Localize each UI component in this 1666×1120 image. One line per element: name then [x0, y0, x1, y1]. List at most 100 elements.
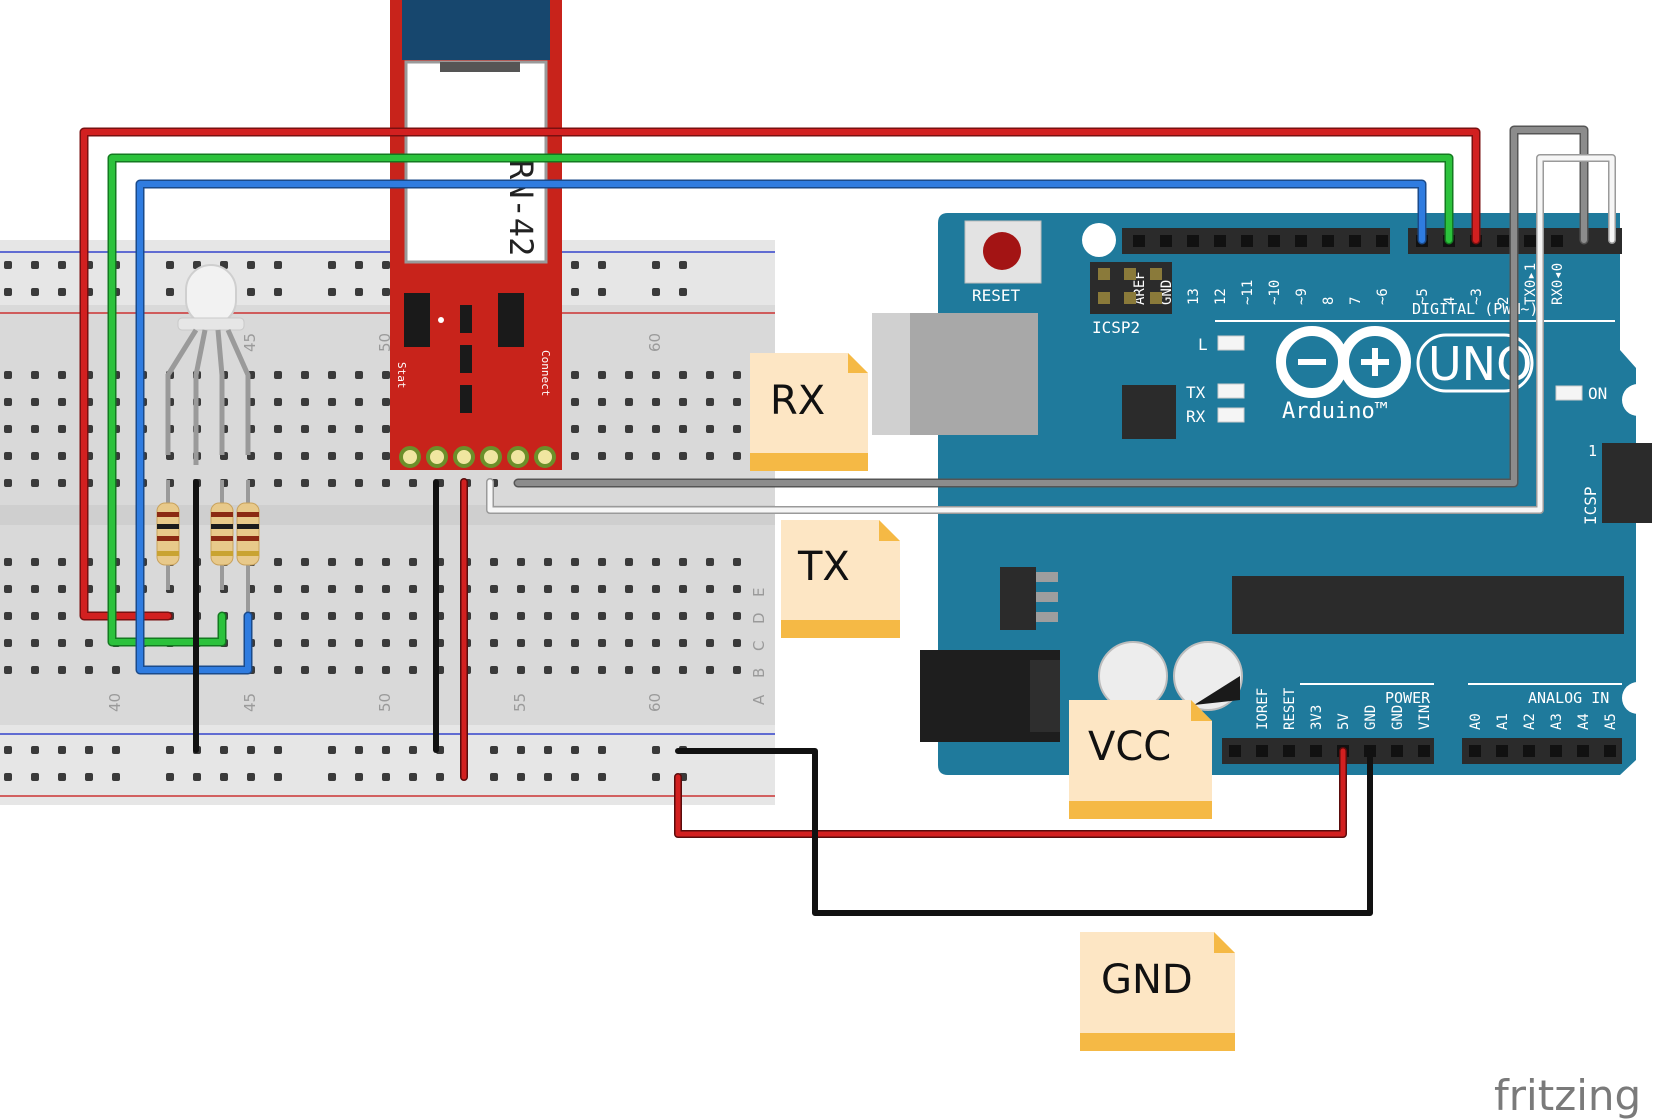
bb-hole [490, 585, 498, 593]
analog-pin [1469, 745, 1481, 757]
bb-hole [58, 639, 66, 647]
bb-hole [4, 288, 12, 296]
bb-hole [679, 558, 687, 566]
bb-hole [274, 585, 282, 593]
bb-hole [58, 261, 66, 269]
bb-num-top-50: 50 [376, 333, 394, 352]
bb-hole [409, 558, 417, 566]
bb-hole [598, 452, 606, 460]
bb-hole [301, 371, 309, 379]
bb-hole [328, 371, 336, 379]
bb-hole [625, 558, 633, 566]
bb-hole [409, 612, 417, 620]
bb-hole [301, 639, 309, 647]
bb-hole [4, 261, 12, 269]
bb-num-bottom-50: 50 [376, 693, 394, 712]
bb-hole [31, 452, 39, 460]
power-pin-label: GND [1363, 705, 1379, 730]
bb-hole [328, 398, 336, 406]
bb-hole [355, 612, 363, 620]
bb-hole [328, 639, 336, 647]
bb-hole [733, 666, 741, 674]
power-pin [1310, 745, 1322, 757]
bb-hole [4, 666, 12, 674]
bb-hole [355, 425, 363, 433]
bb-hole [31, 585, 39, 593]
bb-hole [85, 746, 93, 754]
digital-pin-label: 12 [1213, 288, 1229, 305]
bb-hole [31, 639, 39, 647]
bb-hole [112, 773, 120, 781]
bb-hole [436, 773, 444, 781]
bb-hole [274, 398, 282, 406]
bt-pin [480, 446, 502, 468]
bb-hole [733, 452, 741, 460]
power-label: POWER [1385, 689, 1431, 707]
digital-pin [1497, 235, 1509, 247]
wire-black-gnd [675, 748, 1373, 916]
icsp2-pin [1098, 292, 1110, 304]
bb-num-top-45: 45 [241, 333, 259, 352]
bb-hole [706, 585, 714, 593]
bb-hole [31, 261, 39, 269]
bb-hole [4, 773, 12, 781]
power-pin [1229, 745, 1241, 757]
bb-hole [706, 371, 714, 379]
bb-hole [679, 425, 687, 433]
bb-hole [706, 398, 714, 406]
bb-hole [355, 773, 363, 781]
bb-hole [382, 666, 390, 674]
digital-pin [1241, 235, 1253, 247]
bb-hole [733, 639, 741, 647]
bb-hole [85, 773, 93, 781]
bb-hole [625, 666, 633, 674]
bb-hole [247, 261, 255, 269]
bb-hole [301, 666, 309, 674]
bb-hole [355, 666, 363, 674]
bb-hole [598, 371, 606, 379]
digital-pin-label: 13 [1186, 288, 1202, 305]
bb-hole [220, 746, 228, 754]
icsp2-pin [1124, 268, 1136, 280]
bb-hole [4, 558, 12, 566]
bb-hole [517, 773, 525, 781]
bb-hole [58, 288, 66, 296]
bb-hole [679, 612, 687, 620]
note-vcc-text: VCC [1088, 724, 1171, 770]
bb-hole [382, 261, 390, 269]
bb-hole [733, 425, 741, 433]
digital-pin [1160, 235, 1172, 247]
bb-hole [679, 639, 687, 647]
bb-hole [4, 746, 12, 754]
icsp2-pin [1098, 268, 1110, 280]
bb-hole [652, 261, 660, 269]
bb-hole [598, 612, 606, 620]
bb-hole [247, 746, 255, 754]
bb-hole [652, 288, 660, 296]
bb-hole [355, 558, 363, 566]
bb-hole [625, 398, 633, 406]
power-pin [1256, 745, 1268, 757]
bb-hole [571, 773, 579, 781]
led-rx-label: RX [1186, 407, 1206, 426]
bb-hole [166, 261, 174, 269]
bb-num-bottom-45: 45 [241, 693, 259, 712]
bb-hole [301, 558, 309, 566]
bb-hole [112, 666, 120, 674]
analog-pin-label: A5 [1603, 713, 1619, 730]
bb-hole [652, 746, 660, 754]
bb-hole [301, 425, 309, 433]
bb-hole [274, 371, 282, 379]
bb-hole [247, 288, 255, 296]
bb-hole [301, 612, 309, 620]
digital-pin-label: ~5 [1415, 288, 1431, 305]
digital-pin [1349, 235, 1361, 247]
bb-hole [733, 398, 741, 406]
note-gnd: GND [1080, 932, 1235, 1051]
analog-pin-label: A1 [1495, 713, 1511, 730]
digital-pin-label: ~11 [1240, 280, 1256, 305]
bb-hole [355, 371, 363, 379]
bb-hole [625, 612, 633, 620]
bb-hole [166, 288, 174, 296]
bb-hole [706, 452, 714, 460]
